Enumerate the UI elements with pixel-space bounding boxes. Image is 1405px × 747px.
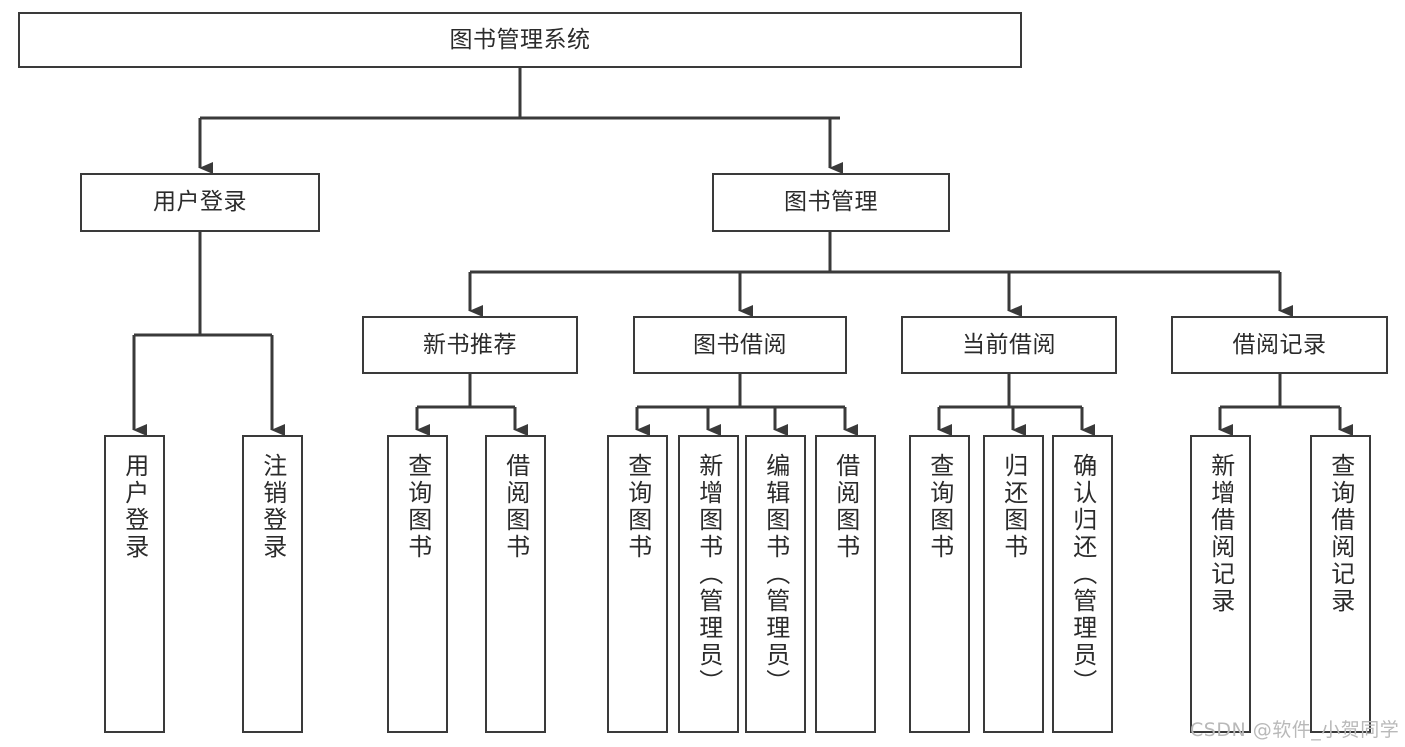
node-user-login[interactable]: 用户登录 — [80, 173, 320, 232]
node-current-borrow[interactable]: 当前借阅 — [901, 316, 1117, 374]
leaf-query-books-borrow-label: 查询图书 — [623, 453, 652, 561]
node-new-book-recommend[interactable]: 新书推荐 — [362, 316, 578, 374]
leaf-query-books-recommend[interactable]: 查询图书 — [387, 435, 448, 733]
node-root[interactable]: 图书管理系统 — [18, 12, 1022, 68]
node-book-borrow[interactable]: 图书借阅 — [633, 316, 847, 374]
leaf-confirm-return-admin[interactable]: 确认归还（管理员） — [1052, 435, 1113, 733]
node-book-management[interactable]: 图书管理 — [712, 173, 950, 232]
leaf-edit-book-admin-label: 编辑图书（管理员） — [761, 453, 790, 696]
leaf-add-borrow-record-label: 新增借阅记录 — [1206, 453, 1235, 615]
node-current-borrow-label: 当前借阅 — [962, 331, 1056, 358]
leaf-edit-book-admin[interactable]: 编辑图书（管理员） — [745, 435, 806, 733]
leaf-query-borrow-record[interactable]: 查询借阅记录 — [1310, 435, 1371, 733]
leaf-add-book-admin[interactable]: 新增图书（管理员） — [678, 435, 739, 733]
leaf-return-books[interactable]: 归还图书 — [983, 435, 1044, 733]
node-user-login-label: 用户登录 — [153, 189, 247, 216]
leaf-logout-label: 注销登录 — [258, 453, 287, 561]
leaf-borrow-books-recommend[interactable]: 借阅图书 — [485, 435, 546, 733]
leaf-borrow-books[interactable]: 借阅图书 — [815, 435, 876, 733]
leaf-user-login-label: 用户登录 — [120, 453, 149, 561]
leaf-confirm-return-admin-label: 确认归还（管理员） — [1068, 453, 1097, 696]
leaf-query-borrow-record-label: 查询借阅记录 — [1326, 453, 1355, 615]
watermark: CSDN @软件_小贺同学 — [1190, 719, 1400, 741]
leaf-return-books-label: 归还图书 — [999, 453, 1028, 561]
node-book-management-label: 图书管理 — [784, 189, 878, 216]
node-borrow-records-label: 借阅记录 — [1232, 331, 1327, 358]
leaf-borrow-books-recommend-label: 借阅图书 — [501, 453, 530, 561]
leaf-add-book-admin-label: 新增图书（管理员） — [694, 453, 723, 696]
node-borrow-records[interactable]: 借阅记录 — [1171, 316, 1388, 374]
leaf-add-borrow-record[interactable]: 新增借阅记录 — [1190, 435, 1251, 733]
leaf-query-books-borrow[interactable]: 查询图书 — [607, 435, 668, 733]
leaf-query-books-current-label: 查询图书 — [925, 453, 954, 561]
node-root-label: 图书管理系统 — [449, 26, 591, 53]
leaf-query-books-recommend-label: 查询图书 — [403, 453, 432, 561]
leaf-query-books-current[interactable]: 查询图书 — [909, 435, 970, 733]
leaf-logout[interactable]: 注销登录 — [242, 435, 303, 733]
leaf-user-login[interactable]: 用户登录 — [104, 435, 165, 733]
node-new-book-recommend-label: 新书推荐 — [423, 331, 517, 358]
leaf-borrow-books-label: 借阅图书 — [831, 453, 860, 561]
node-book-borrow-label: 图书借阅 — [693, 331, 787, 358]
